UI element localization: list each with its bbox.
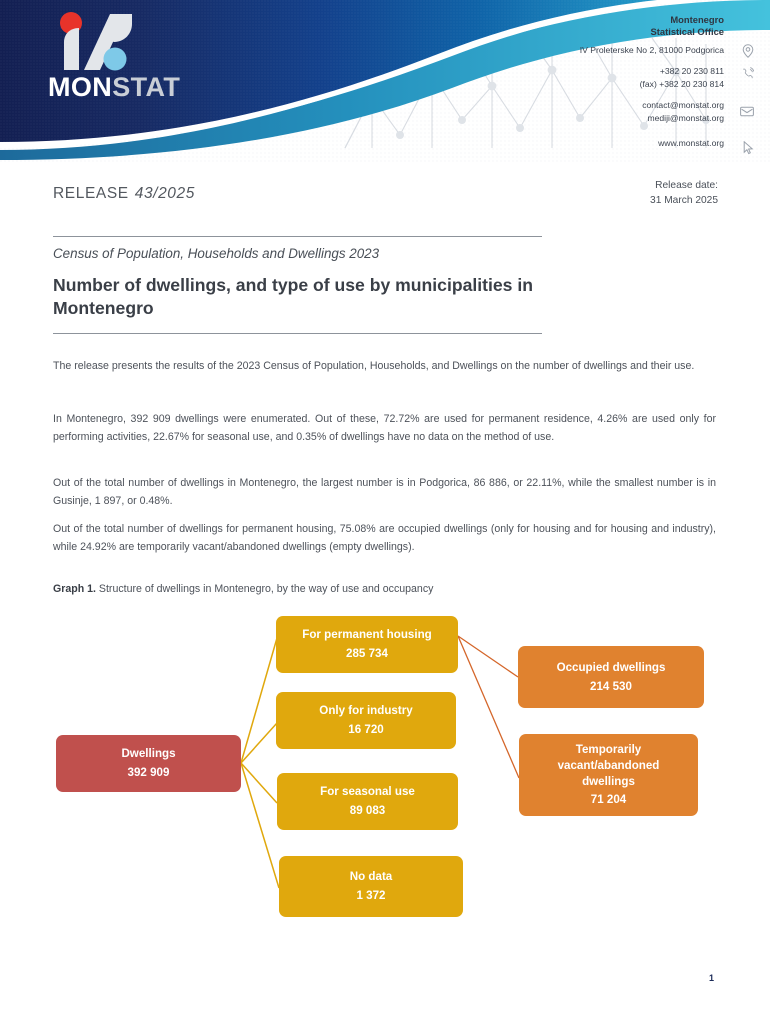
org-name-line1: Montenegro (670, 14, 724, 25)
edge-permanent-vacant (457, 635, 520, 779)
page-header: MONSTAT Montenegro Statistical Office IV… (0, 0, 770, 162)
node-vacant-label-line1: Temporarily (575, 742, 642, 756)
node-only-for-industry[interactable]: Only for industry 16 720 (276, 692, 456, 749)
divider-bottom (53, 333, 542, 334)
node-dwellings[interactable]: Dwellings 392 909 (56, 735, 241, 792)
monstat-logo-mark (54, 12, 150, 74)
paragraph-intro: The release presents the results of the … (53, 360, 695, 372)
node-vacant-label-line3: dwellings (582, 774, 635, 788)
envelope-icon (740, 105, 754, 121)
cursor-icon (743, 140, 754, 159)
edge-root-nodata (240, 762, 280, 889)
release-heading: RELEASE 43/2025 (53, 185, 195, 203)
org-name-line2: Statistical Office (650, 26, 724, 38)
blue-dot-icon (103, 47, 127, 71)
edge-root-seasonal (240, 762, 278, 804)
node-vacant-label-line2: vacant/abandoned (557, 758, 660, 772)
graph-caption-label: Graph 1. (53, 583, 96, 595)
release-date-label: Release date: (655, 180, 718, 191)
contact-email-1[interactable]: contact@monstat.org (642, 100, 724, 110)
node-industry-label: Only for industry (319, 704, 413, 718)
contact-address: IV Proleterske No 2, 81000 Podgorica (579, 44, 724, 55)
node-no-data[interactable]: No data 1 372 (279, 856, 463, 917)
monstat-wordmark: MONSTAT (48, 74, 180, 101)
node-nodata-label: No data (349, 870, 393, 884)
document-subtitle: Census of Population, Households and Dwe… (53, 246, 380, 261)
monstat-logo: MONSTAT (44, 12, 204, 107)
contact-phone: +382 20 230 811 (659, 65, 724, 76)
contact-website[interactable]: www.monstat.org (658, 138, 724, 149)
graph-caption: Graph 1. Structure of dwellings in Monte… (53, 583, 433, 595)
node-industry-value: 16 720 (348, 723, 384, 736)
header-wave-graphic (0, 0, 770, 162)
node-occupied-value: 214 530 (590, 679, 632, 693)
node-permanent-label: For permanent housing (302, 628, 432, 642)
node-nodata-value: 1 372 (356, 889, 386, 902)
contact-email-2[interactable]: mediji@monstat.org (647, 113, 724, 124)
percent-symbol-icon (60, 12, 132, 71)
wordmark-stat: STAT (112, 72, 181, 102)
release-number: 43/2025 (134, 185, 195, 202)
divider-top (53, 236, 542, 237)
paragraph-occupancy: Out of the total number of dwellings for… (53, 523, 716, 553)
edge-permanent-occupied (457, 635, 519, 678)
flowchart-connectors (240, 635, 520, 889)
edge-root-industry (240, 722, 278, 764)
paragraph-totals: In Montenegro, 392 909 dwellings were en… (53, 413, 716, 443)
node-for-seasonal-use[interactable]: For seasonal use 89 083 (277, 773, 458, 830)
dwellings-flowchart: Dwellings 392 909 For permanent housing … (0, 600, 770, 940)
contact-fax: (fax) +382 20 230 814 (639, 78, 724, 89)
node-occupied-dwellings[interactable]: Occupied dwellings 214 530 (518, 646, 704, 708)
page-number: 1 (708, 973, 714, 983)
edge-root-permanent (240, 637, 278, 764)
phone-icon (741, 67, 755, 85)
wordmark-mon: MON (48, 72, 113, 102)
node-occupied-label: Occupied dwellings (556, 660, 666, 674)
root-connectors (240, 637, 280, 889)
node-seasonal-label: For seasonal use (320, 785, 415, 799)
node-dwellings-value: 392 909 (127, 766, 170, 779)
page-title: Number of dwellings, and type of use by … (53, 275, 533, 319)
node-temporarily-vacant-dwellings[interactable]: Temporarily vacant/abandoned dwellings 7… (519, 734, 698, 816)
permanent-connectors (457, 635, 520, 779)
paragraph-municipalities: Out of the total number of dwellings in … (53, 477, 716, 507)
location-pin-icon (742, 44, 754, 62)
node-vacant-value: 71 204 (590, 793, 627, 807)
graph-caption-text: Structure of dwellings in Montenegro, by… (95, 583, 434, 595)
release-date-block: Release date: 31 March 2025 (650, 178, 718, 209)
node-seasonal-value: 89 083 (349, 804, 386, 817)
node-permanent-value: 285 734 (346, 647, 388, 660)
contact-block: Montenegro Statistical Office IV Prolete… (474, 14, 724, 150)
release-date-value: 31 March 2025 (650, 195, 718, 207)
node-for-permanent-housing[interactable]: For permanent housing 285 734 (276, 616, 458, 673)
release-label: RELEASE (53, 185, 129, 202)
node-dwellings-label: Dwellings (121, 747, 176, 761)
